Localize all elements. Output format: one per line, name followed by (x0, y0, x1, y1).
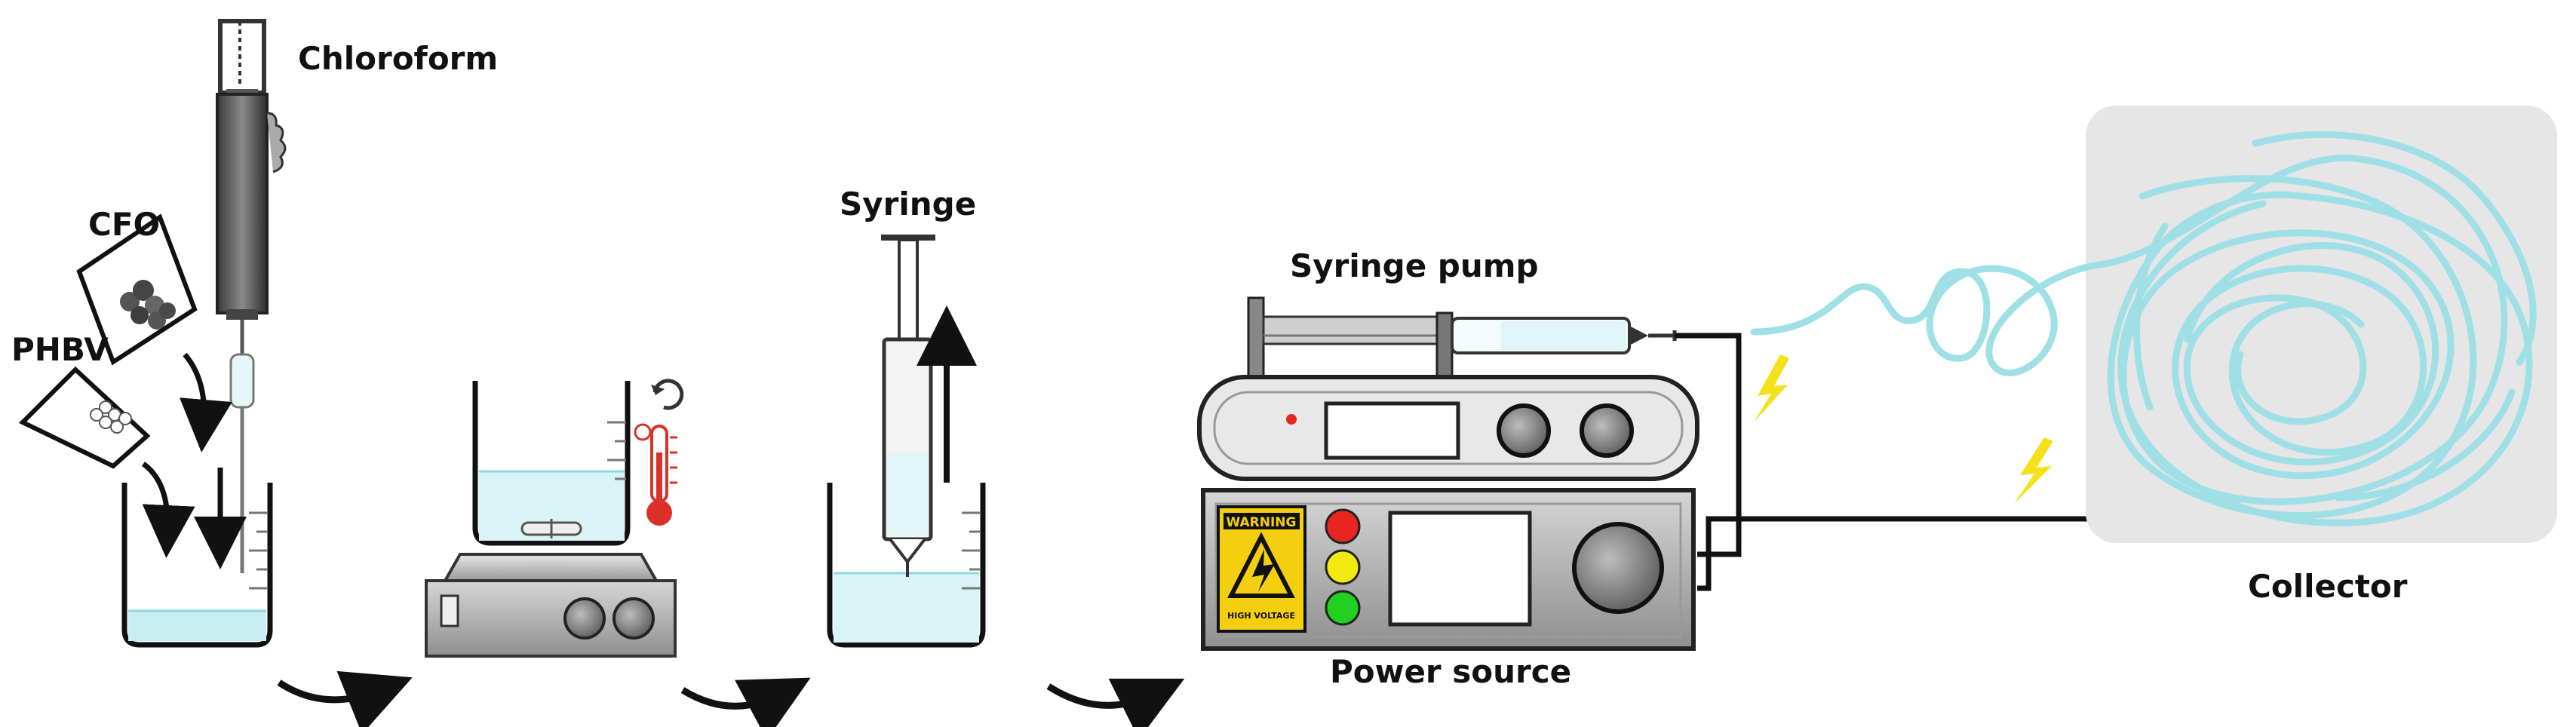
wire-to-collector (1697, 516, 2089, 591)
flow-arrow-1 (277, 670, 413, 727)
step4-electrospinning: WARNING HIGH VOLTAGE (1197, 106, 2557, 651)
wire-to-needle (1675, 333, 1742, 557)
spark-icon-2 (2014, 437, 2053, 504)
nanofiber-jet (1750, 130, 2537, 526)
syringe-icon (881, 235, 935, 577)
beaker-2-icon (472, 381, 631, 546)
hot-plate-stirrer-icon (425, 553, 677, 658)
label-syringe: Syringe (840, 186, 976, 222)
beaker-3-icon (827, 483, 986, 648)
label-syringe-pump: Syringe pump (1290, 247, 1539, 284)
step3-syringe-loading (827, 235, 986, 648)
flow-arrow-3 (1046, 678, 1185, 727)
display-screen (1388, 511, 1532, 627)
high-voltage-text: HIGH VOLTAGE (1227, 611, 1295, 621)
thermometer-icon (634, 423, 677, 526)
label-chloroform: Chloroform (298, 40, 498, 77)
step2-stirring (425, 379, 684, 658)
warning-sign-icon: WARNING HIGH VOLTAGE (1217, 505, 1306, 633)
red-led-icon (1325, 508, 1361, 544)
voltage-knob-icon (1572, 522, 1664, 614)
label-cfo: CFO (88, 206, 160, 243)
pump-syringe-icon (1247, 296, 1677, 386)
green-led-icon (1325, 590, 1361, 626)
burette-icon (216, 19, 287, 573)
label-power-source: Power source (1330, 653, 1571, 690)
yellow-led-icon (1325, 549, 1361, 585)
warning-text: WARNING (1227, 515, 1297, 530)
beaker-1-icon (121, 483, 273, 648)
phbv-sachet-icon (18, 366, 151, 469)
cfo-pour-arrow (180, 352, 232, 452)
rotation-icon (651, 379, 684, 410)
label-collector: Collector (2248, 568, 2408, 605)
step1-dissolution (18, 19, 287, 648)
label-phbv: PHBV (11, 331, 109, 368)
cfo-sachet-icon (76, 213, 198, 366)
flow-arrow-2 (680, 677, 811, 727)
power-source-icon: WARNING HIGH VOLTAGE (1201, 488, 1696, 651)
syringe-pump-icon (1197, 375, 1699, 481)
spark-icon-1 (1754, 354, 1789, 422)
phbv-pour-arrow (141, 462, 195, 558)
